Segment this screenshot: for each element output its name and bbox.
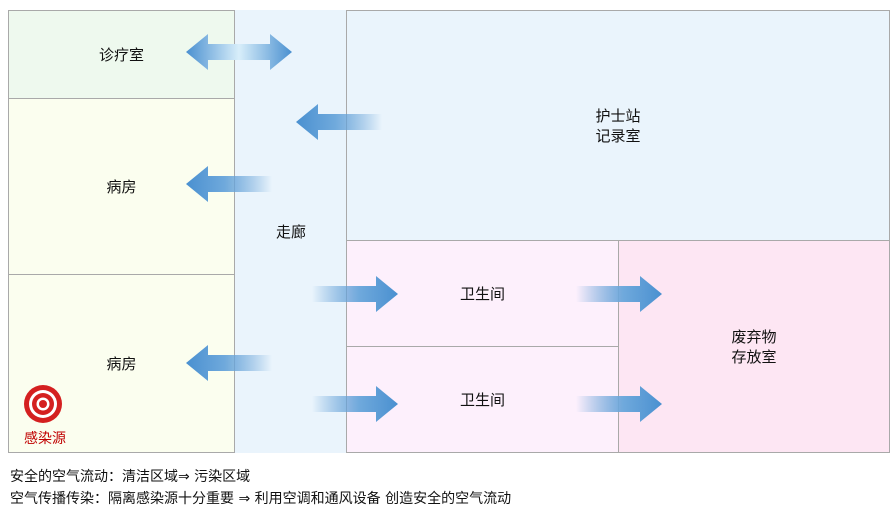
arrow-left-icon xyxy=(296,104,382,140)
washroom-upper-label: 卫生间 xyxy=(459,284,505,303)
consultation-room-label: 诊疗室 xyxy=(98,45,144,64)
ward-lower-label: 病房 xyxy=(106,354,137,373)
corridor-label: 走廊 xyxy=(275,222,306,241)
arrow-right-icon xyxy=(312,386,398,422)
nurse-station-room: 护士站 记录室 xyxy=(346,10,890,241)
arrow-left-icon xyxy=(186,166,272,202)
target-icon xyxy=(24,385,62,423)
corridor: 走廊 xyxy=(235,10,347,453)
nurse-station-label: 护士站 记录室 xyxy=(595,106,641,145)
airflow-note: 安全的空气流动：清洁区域⇒ 污染区域 xyxy=(10,469,251,485)
arrow-right-icon xyxy=(576,386,662,422)
waste-storage-room: 废弃物 存放室 xyxy=(618,240,890,453)
arrow-right-icon xyxy=(576,276,662,312)
ward-upper-label: 病房 xyxy=(106,177,137,196)
double-arrow-icon xyxy=(186,34,292,70)
infection-source-label: 感染源 xyxy=(24,431,66,447)
arrow-left-icon xyxy=(186,345,272,381)
waste-room-label: 废弃物 存放室 xyxy=(731,327,777,366)
arrow-right-icon xyxy=(312,276,398,312)
airborne-infection-note: 空气传播传染：隔离感染源十分重要 ⇒ 利用空调和通风设备 创造安全的空气流动 xyxy=(10,491,512,507)
washroom-lower-label: 卫生间 xyxy=(459,390,505,409)
